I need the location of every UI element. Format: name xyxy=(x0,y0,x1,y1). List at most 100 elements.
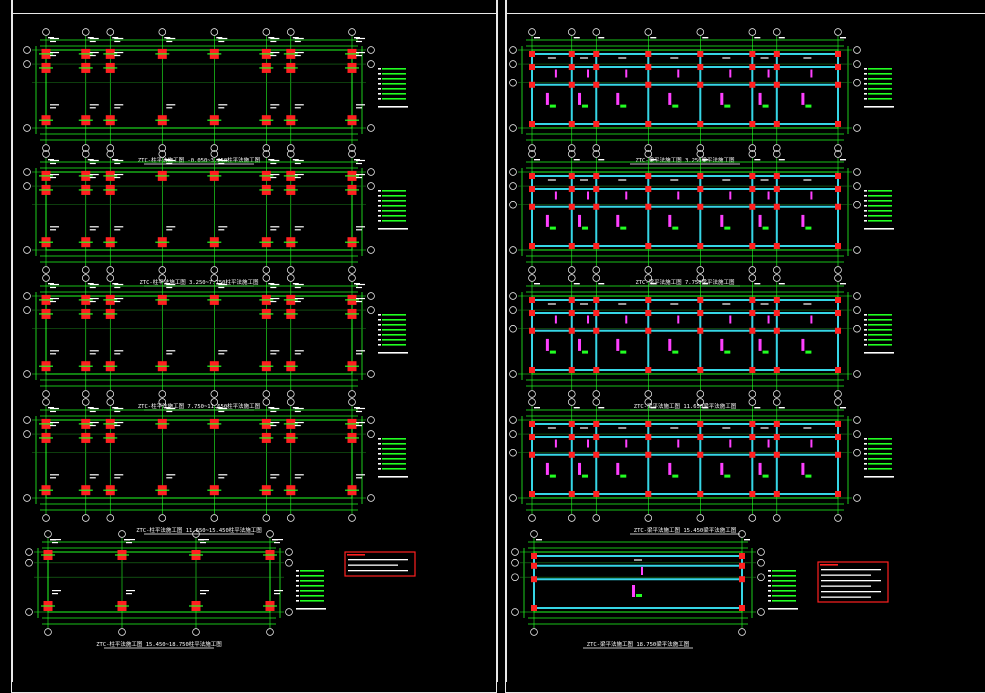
table-caption xyxy=(864,352,894,354)
table-cell xyxy=(378,98,381,100)
axis-bubble-left xyxy=(509,168,517,176)
column-label xyxy=(218,283,228,286)
column-node xyxy=(568,310,575,317)
axis-bubble-top xyxy=(592,274,601,282)
table-row xyxy=(382,215,406,217)
plan-title: ZTC-柱平法施工图 7.750~11.650柱平法施工图 xyxy=(138,402,261,410)
table-row xyxy=(868,344,892,346)
beam-annotation xyxy=(578,462,582,475)
table-cell xyxy=(378,468,381,470)
beam-annotation xyxy=(554,315,557,324)
table-cell xyxy=(378,463,381,465)
beam-annotation xyxy=(545,92,549,105)
axis-bubble-right xyxy=(853,79,861,87)
column-node xyxy=(529,434,535,441)
axis-bubble-bottom xyxy=(696,266,705,274)
axis-bubble-bottom xyxy=(287,266,295,274)
column-label xyxy=(114,173,124,176)
beam-annotation xyxy=(729,191,732,200)
beam-tag xyxy=(724,226,731,230)
column-node xyxy=(645,186,652,193)
axis-bubble-bottom xyxy=(42,514,50,522)
axis-bubble-left xyxy=(509,306,517,314)
column-node xyxy=(529,81,535,88)
table-row xyxy=(382,190,406,192)
column-label xyxy=(218,107,225,109)
notes-heading xyxy=(820,564,838,566)
beam-annotation xyxy=(767,191,770,200)
table-row xyxy=(300,570,324,572)
column-label xyxy=(270,477,277,479)
design-notes-box-2 xyxy=(817,561,889,603)
column-label xyxy=(166,162,173,165)
table-cell xyxy=(864,339,867,341)
table-row xyxy=(868,205,892,207)
beam-tag xyxy=(549,226,556,230)
axis-bubble-left xyxy=(509,494,517,502)
dimension-text xyxy=(87,407,94,409)
column-label xyxy=(50,162,56,165)
dimension-text xyxy=(354,37,360,39)
table-cell xyxy=(378,339,381,341)
table-cell xyxy=(864,334,867,336)
table-row xyxy=(382,438,406,440)
beam-annotation xyxy=(810,439,813,448)
table-row xyxy=(868,98,892,100)
axis-bubble-bottom xyxy=(592,266,601,274)
table-row xyxy=(382,210,406,212)
axis-bubble-right xyxy=(367,430,375,438)
axis-bubble-bottom xyxy=(773,144,781,152)
table-row xyxy=(772,600,796,602)
column-label xyxy=(114,51,124,54)
table-row xyxy=(772,575,796,577)
dimension-text xyxy=(598,407,605,409)
table-cell xyxy=(864,78,867,80)
table-row xyxy=(868,88,892,90)
axis-bubble-top xyxy=(834,28,842,36)
dimension-text xyxy=(164,407,171,409)
axis-bubble-top xyxy=(528,398,536,406)
dimension-text xyxy=(164,159,171,161)
beam-annotation xyxy=(677,439,680,448)
table-cell xyxy=(864,200,867,202)
table-cell xyxy=(378,314,381,316)
axis-bubble-top xyxy=(106,150,115,158)
axis-bubble-top xyxy=(42,274,50,282)
axis-bubble-bottom xyxy=(192,628,200,636)
column-node xyxy=(739,562,745,569)
axis-bubble-right xyxy=(367,370,375,378)
axis-bubble-right xyxy=(853,370,861,378)
column-label xyxy=(50,424,56,427)
axis-bubble-bottom xyxy=(266,628,274,636)
column-label xyxy=(114,176,121,179)
dimension-text xyxy=(754,407,761,409)
dimension-text xyxy=(598,159,605,161)
axis-bubble-top xyxy=(158,274,167,282)
axis-bubble-bottom xyxy=(210,144,219,152)
table-cell xyxy=(864,468,867,470)
table-cell xyxy=(378,205,381,207)
column-node xyxy=(645,173,652,179)
table-cell xyxy=(864,73,867,75)
dimension-text xyxy=(650,37,657,39)
column-label xyxy=(166,159,176,162)
column-label xyxy=(89,176,96,179)
column-node xyxy=(773,173,780,179)
column-node xyxy=(697,243,704,249)
column-node xyxy=(773,81,780,88)
axis-bubble-top xyxy=(834,150,842,158)
column-label xyxy=(50,176,56,179)
plan-left-4: ZTC-柱平法施工图 11.650~15.450柱平法施工图 xyxy=(23,398,408,535)
column-label xyxy=(356,286,362,289)
table-row xyxy=(868,210,892,212)
axis-bubble-top xyxy=(644,150,653,158)
column-label xyxy=(200,593,206,595)
table-row xyxy=(300,575,324,577)
dimension-text xyxy=(354,407,360,409)
beam-tag xyxy=(762,104,769,108)
column-node xyxy=(835,434,841,441)
column-label xyxy=(166,104,176,106)
table-row xyxy=(382,88,406,90)
table-cell xyxy=(378,324,381,326)
table-row xyxy=(300,600,324,602)
